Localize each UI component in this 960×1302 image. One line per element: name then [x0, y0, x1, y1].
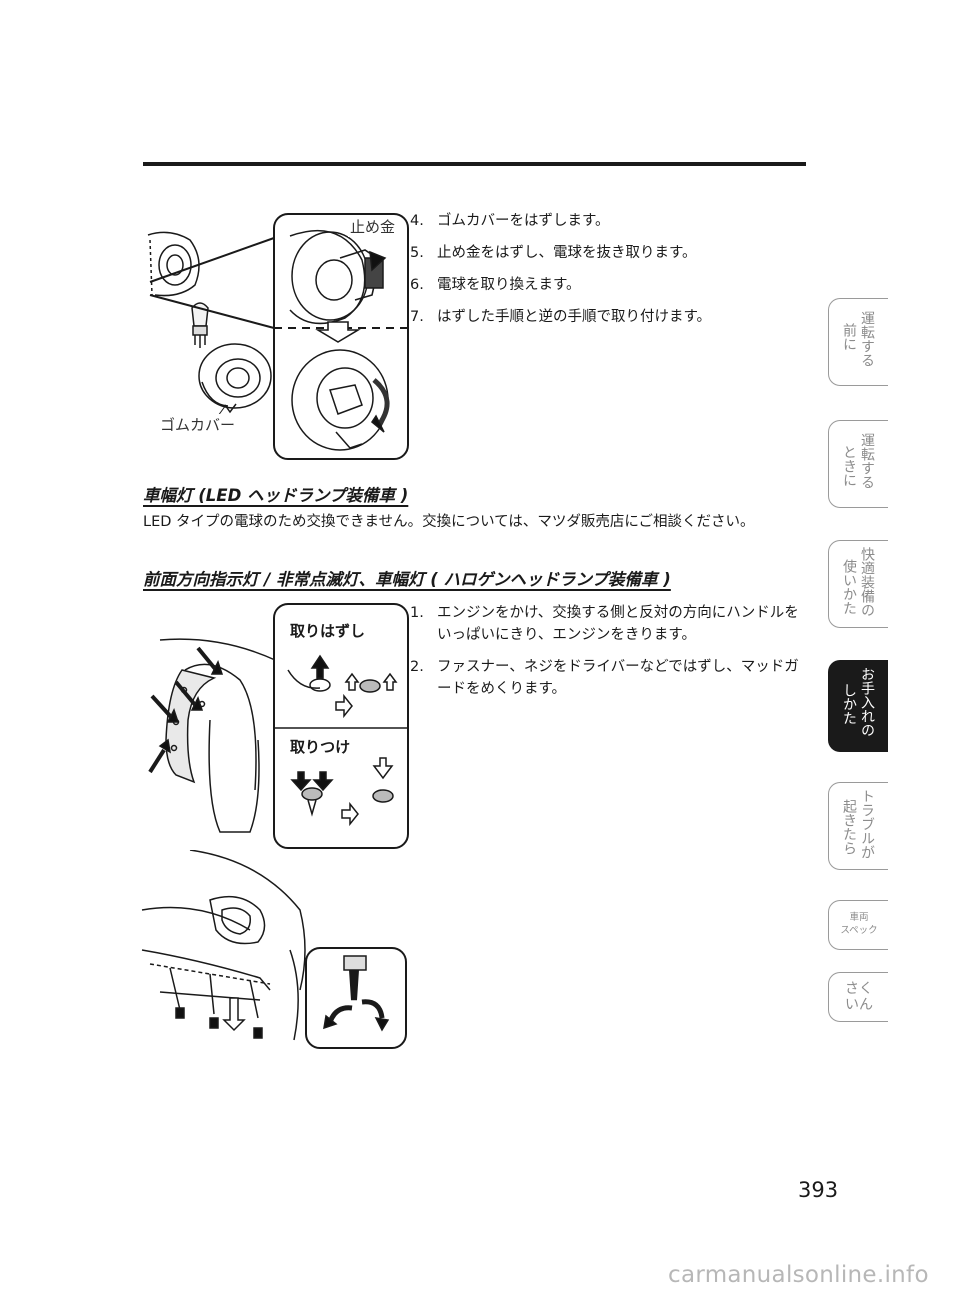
list-item: 2.ファスナー、ネジをドライバーなどではずし、マッドガードをめくります。: [410, 659, 799, 697]
rubber-cover-label: ゴムカバー: [158, 414, 238, 435]
tab-index[interactable]: さく いん: [828, 972, 888, 1022]
tab-while-driving[interactable]: 運転する ときに: [828, 420, 888, 508]
list-item: 7.はずした手順と逆の手順で取り付けます。: [410, 309, 712, 325]
watermark-text: carmanualsonline.info: [668, 1262, 929, 1288]
fender-fastener-figure: 取りはずし 取りつけ: [140, 600, 410, 850]
tab-before-driving[interactable]: 運転する 前に: [828, 298, 888, 386]
tab-vehicle-spec[interactable]: 車両 スペック: [828, 900, 888, 950]
tab-maintenance[interactable]: お手入れの しかた: [828, 660, 888, 752]
header-rule: [143, 162, 806, 166]
section-title-halogen: 前面方向指示灯 / 非常点滅灯、車幅灯 ( ハロゲンヘッドランプ装備車 ): [143, 570, 671, 589]
fender-illustration: [148, 603, 409, 849]
underbody-illustration: [141, 850, 407, 1049]
steps-top: 4.ゴムカバーをはずします。 5.止め金をはずし、電球を抜き取ります。 6.電球…: [410, 210, 800, 338]
stopper-callout-label: 止め金: [348, 216, 398, 237]
headlamp-bulb-illustration: [147, 213, 409, 460]
install-label: 取りつけ: [290, 738, 351, 756]
list-item: 1.エンジンをかけ、交換する側と反対の方向にハンドルをいっぱいにきり、エンジンを…: [410, 605, 799, 643]
page-number: 393: [798, 1178, 839, 1202]
list-item: 5.止め金をはずし、電球を抜き取ります。: [410, 245, 697, 261]
underbody-screw-figure: [140, 850, 410, 1050]
tab-comfort-equipment[interactable]: 快適装備の 使いかた: [828, 540, 888, 628]
headlamp-bulb-figure: 止め金 ゴムカバー: [140, 200, 410, 462]
section-title-led: 車幅灯 (LED ヘッドランプ装備車 ): [143, 486, 409, 505]
tab-trouble[interactable]: トラブルが 起きたら: [828, 782, 888, 870]
steps-bottom: 1.エンジンをかけ、交換する側と反対の方向にハンドルをいっぱいにきり、エンジンを…: [410, 602, 800, 710]
list-item: 4.ゴムカバーをはずします。: [410, 213, 610, 229]
list-item: 6.電球を取り換えます。: [410, 277, 581, 293]
section-body-led: LED タイプの電球のため交換できません。交換については、マツダ販売店にご相談く…: [143, 514, 755, 530]
remove-label: 取りはずし: [290, 622, 366, 640]
